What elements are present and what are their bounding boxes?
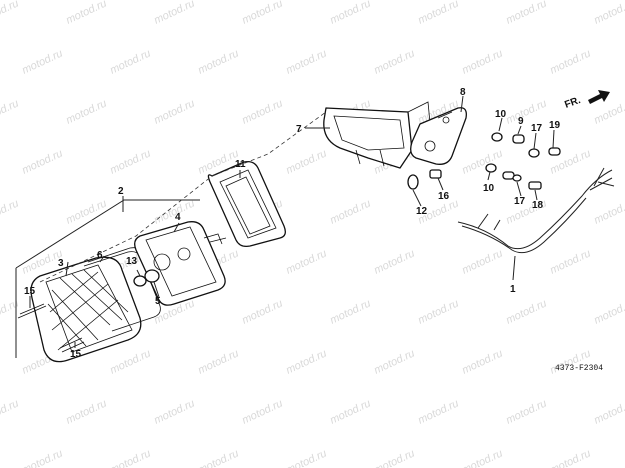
watermark-text: motod.ru (548, 47, 592, 76)
watermark-text: motod.ru (460, 47, 504, 76)
watermark-text: motod.ru (284, 347, 328, 376)
watermark-text: motod.ru (372, 347, 416, 376)
watermark-text: motod.ru (64, 0, 108, 27)
front-arrow-icon (588, 90, 610, 104)
tail-lamp-lens (30, 256, 142, 363)
lamp-base-housing (134, 221, 227, 306)
watermark-text: motod.ru (240, 297, 284, 326)
watermark-text: motod.ru (0, 0, 21, 27)
callout-17a: 17 (531, 123, 543, 134)
watermark-text: motod.ru (240, 0, 284, 27)
watermark-text: motod.ru (152, 0, 196, 27)
callout-10b: 10 (483, 183, 495, 194)
callout-18: 18 (532, 200, 544, 211)
watermark-text: motod.ru (0, 97, 21, 126)
watermark-text: motod.ru (152, 397, 196, 426)
watermark-text: motod.ru (196, 47, 240, 76)
watermark-text: motod.ru (108, 147, 152, 176)
callout-17b: 17 (514, 196, 526, 207)
watermark-text: motod.ru (284, 47, 328, 76)
watermark-text: motod.ru (108, 347, 152, 376)
callout-labels: 1 2 3 4 5 6 7 8 9 10 10 11 12 13 15 15 1… (24, 87, 561, 360)
group-bracket-2 (15, 199, 200, 358)
watermark-text: motod.ru (0, 397, 21, 426)
callout-2: 2 (118, 186, 124, 197)
watermark-text: motod.ru (20, 147, 64, 176)
watermark-text: motod.ru (372, 247, 416, 276)
watermark-text: motod.ru (284, 447, 328, 468)
watermark-text: motod.ru (504, 297, 548, 326)
watermark-text: motod.ru (152, 97, 196, 126)
watermark-text: motod.ru (0, 197, 21, 226)
watermark-text: motod.ru (328, 297, 372, 326)
watermark-text: motod.ru (592, 0, 625, 27)
watermark-text: motod.ru (460, 147, 504, 176)
watermark-text: motod.ru (0, 297, 21, 326)
watermark-text: motod.ru (20, 47, 64, 76)
watermark-text: motod.ru (284, 147, 328, 176)
watermark-text: motod.ru (592, 97, 625, 126)
watermark-text: motod.ru (64, 397, 108, 426)
watermark-text: motod.ru (548, 447, 592, 468)
callout-5: 5 (155, 296, 161, 307)
watermark-text: motod.ru (20, 447, 64, 468)
watermark-text: motod.ru (372, 47, 416, 76)
callout-11: 11 (235, 159, 246, 170)
rear-reflector (410, 107, 467, 165)
watermark-text: motod.ru (328, 197, 372, 226)
small-hardware (407, 132, 561, 190)
watermark-text: motod.ru (372, 447, 416, 468)
license-light-plate (207, 160, 286, 248)
watermark-text: motod.ru (240, 397, 284, 426)
callout-7: 7 (296, 124, 302, 135)
callout-10a: 10 (495, 109, 507, 120)
callout-12: 12 (416, 206, 428, 217)
watermark-text: motod.ru (416, 297, 460, 326)
watermark-text: motod.ru (592, 397, 625, 426)
watermark-text: motod.ru (416, 0, 460, 27)
watermark-text: motod.ru (328, 0, 372, 27)
callout-9: 9 (518, 116, 524, 127)
watermark-text: motod.ru (328, 397, 372, 426)
callout-3: 3 (58, 258, 64, 269)
drawing-code: 4373-F2304 (555, 364, 603, 373)
watermark-text: motod.ru (240, 97, 284, 126)
mounting-screws (17, 303, 85, 353)
front-direction-indicator: FR. (563, 90, 610, 111)
callout-4: 4 (175, 212, 181, 223)
callout-16: 16 (438, 191, 450, 202)
callout-6: 6 (97, 250, 103, 261)
tail-light-bracket (323, 101, 433, 169)
callout-15a: 15 (24, 286, 36, 297)
watermark-text: motod.ru (108, 47, 152, 76)
front-direction-label: FR. (563, 95, 582, 111)
callout-1: 1 (510, 284, 516, 295)
watermark-text: motod.ru (460, 347, 504, 376)
watermark-text: motod.ru (64, 97, 108, 126)
watermark-text: motod.ru (504, 397, 548, 426)
watermark-text: motod.ru (196, 447, 240, 468)
watermark-text: motod.ru (460, 447, 504, 468)
watermark-text: motod.ru (460, 247, 504, 276)
watermark-text: motod.ru (284, 247, 328, 276)
watermark-text: motod.ru (592, 297, 625, 326)
leader-lines (29, 95, 555, 348)
callout-19: 19 (549, 120, 561, 131)
watermark-text: motod.ru (64, 197, 108, 226)
alignment-dashed-line (39, 111, 327, 283)
wire-harness (457, 167, 615, 254)
watermark-text: motod.ru (196, 347, 240, 376)
watermark-text: motod.ru (548, 247, 592, 276)
callout-13: 13 (126, 256, 138, 267)
watermark-text: motod.ru (592, 197, 625, 226)
watermark-text: motod.ru (416, 397, 460, 426)
watermark-text: motod.ru (108, 447, 152, 468)
callout-8: 8 (460, 87, 466, 98)
callout-15b: 15 (70, 349, 82, 360)
watermark-text: motod.ru (504, 0, 548, 27)
